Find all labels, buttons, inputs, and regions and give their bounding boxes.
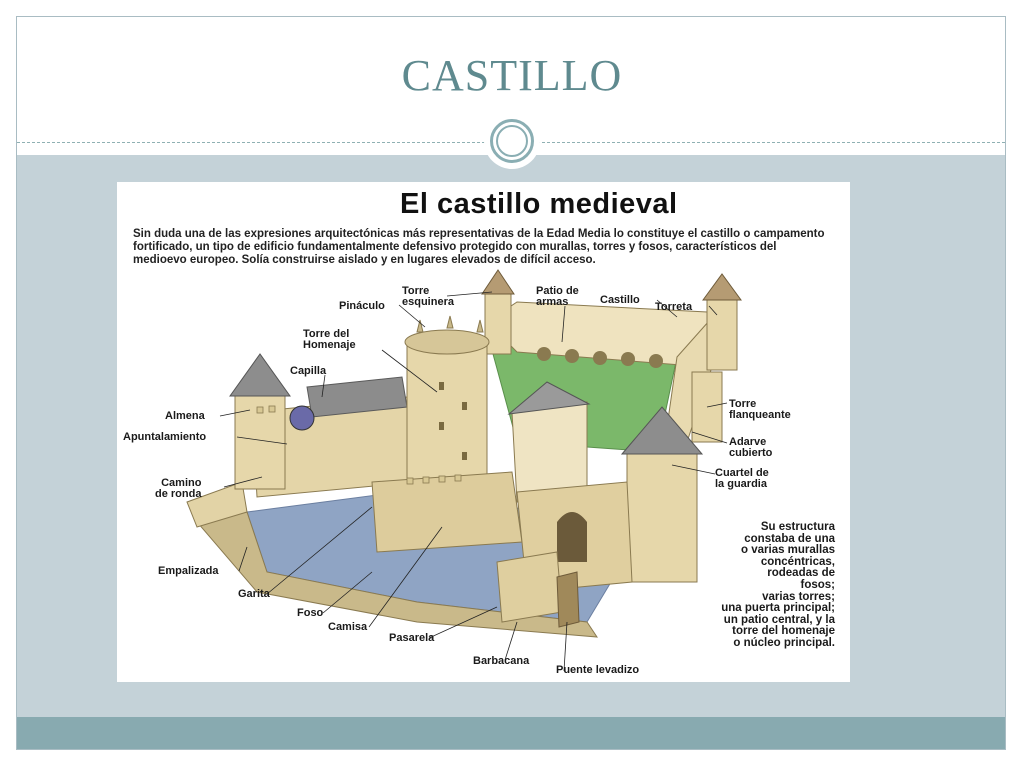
label-camisa: Camisa	[328, 621, 368, 633]
figure-intro: Sin duda una de las expresiones arquitec…	[133, 228, 825, 266]
label-almena: Almena	[165, 410, 205, 422]
label-capilla: Capilla	[290, 365, 327, 377]
ring-inner-icon	[496, 125, 528, 157]
label-barbacana: Barbacana	[473, 655, 530, 667]
leader-lines	[219, 291, 728, 672]
label-castillo: Castillo	[600, 294, 640, 306]
keep-tower	[406, 341, 488, 493]
back-right-tower	[706, 299, 738, 371]
label-foso: Foso	[297, 607, 324, 619]
footer-bar	[17, 717, 1005, 749]
castle-illustration	[186, 269, 742, 672]
front-right-tower	[626, 451, 698, 583]
barbican	[496, 551, 563, 623]
label-garita: Garita	[238, 588, 270, 600]
battlements	[256, 405, 462, 485]
outer-wall	[186, 481, 248, 528]
keep-base	[371, 471, 523, 553]
slide-title: CASTILLO	[401, 51, 623, 100]
rose-window	[289, 405, 315, 431]
figure-title: El castillo medieval	[400, 188, 678, 220]
castle-diagram: El castillo medieval Sin duda una de las…	[117, 182, 850, 682]
gatehouse-arch	[557, 512, 587, 562]
structure-description: Su estructura constaba de una o varias m…	[721, 521, 835, 649]
palisade	[196, 511, 598, 638]
label-torreta: Torreta	[655, 301, 693, 313]
label-empalizada: Empalizada	[158, 565, 219, 577]
drawbridge	[556, 571, 580, 628]
label-apuntalamiento: Apuntalamiento	[123, 431, 207, 443]
label-pinaculo: Pináculo	[339, 300, 385, 312]
pinnacles	[416, 315, 484, 333]
back-left-tower	[484, 293, 512, 355]
label-puente-levadizo: Puente levadizo	[556, 664, 640, 676]
label-pasarela: Pasarela	[389, 632, 435, 644]
